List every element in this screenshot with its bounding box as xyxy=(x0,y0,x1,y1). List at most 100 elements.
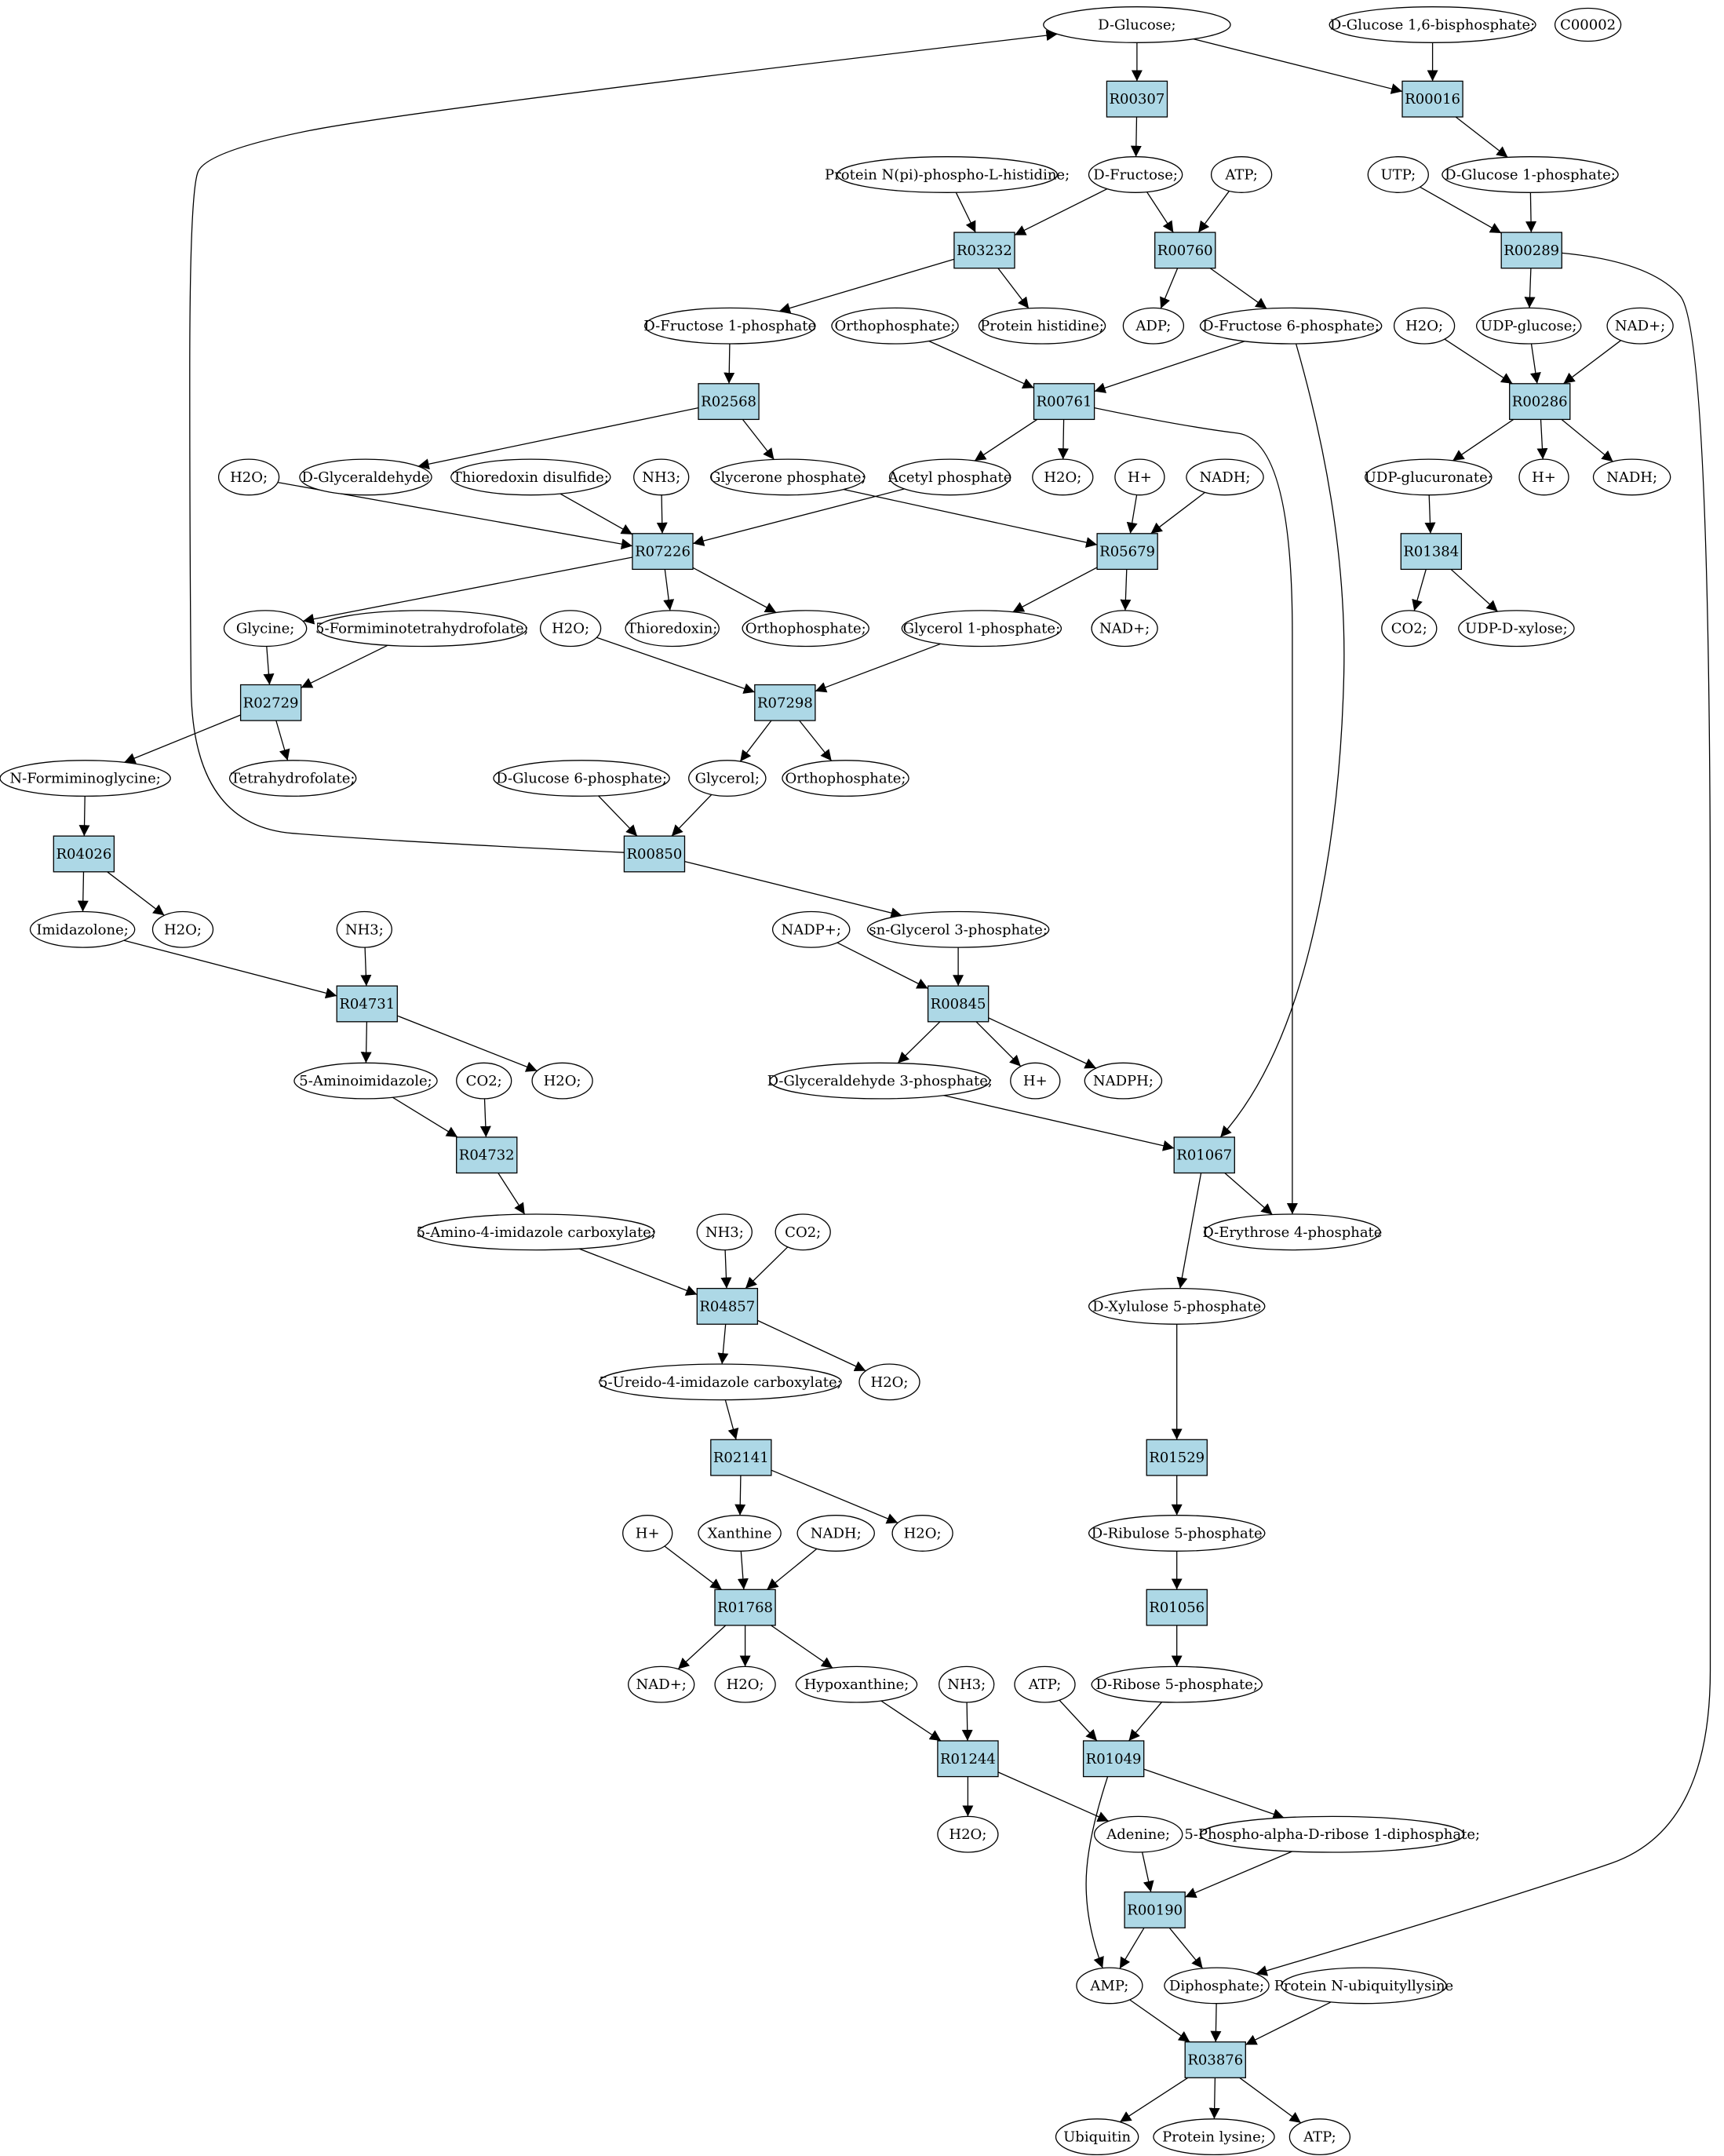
compound-node-thf[interactable]: Tetrahydrofolate; xyxy=(228,760,357,797)
compound-node-xan[interactable]: Xanthine xyxy=(698,1515,782,1552)
compound-node-hypox[interactable]: Hypoxanthine; xyxy=(795,1665,918,1703)
compound-node-x5p[interactable]: D-Xylulose 5-phosphate xyxy=(1088,1287,1266,1325)
compound-node-gly1p[interactable]: Glycerol 1-phosphate; xyxy=(901,610,1062,648)
compound-node-ubq[interactable]: Ubiquitin xyxy=(1055,2118,1139,2156)
compound-node-h2o_a[interactable]: H2O; xyxy=(1393,307,1456,345)
reaction-node-r01067[interactable]: R01067 xyxy=(1173,1136,1235,1174)
compound-node-glycine[interactable]: Glycine; xyxy=(223,610,308,648)
compound-node-fthf[interactable]: 5-Formiminotetrahydrofolate; xyxy=(315,610,529,648)
compound-node-plys[interactable]: Protein lysine; xyxy=(1153,2118,1275,2156)
compound-node-h2o9[interactable]: H2O; xyxy=(937,1815,999,1853)
compound-node-adp[interactable]: ADP; xyxy=(1122,307,1185,345)
compound-node-pnubl[interactable]: Protein N-ubiquityllysine xyxy=(1274,1967,1453,2005)
compound-node-h2o8[interactable]: H2O; xyxy=(714,1665,776,1703)
compound-node-nadph[interactable]: NADPH; xyxy=(1084,1062,1163,1100)
compound-node-c00002[interactable]: C00002 xyxy=(1554,7,1622,42)
compound-node-atp3[interactable]: ATP; xyxy=(1288,2118,1351,2156)
compound-node-acp[interactable]: Acetyl phosphate xyxy=(888,458,1012,496)
compound-node-atp2[interactable]: ATP; xyxy=(1014,1665,1076,1703)
compound-node-ortho1[interactable]: Orthophosphate; xyxy=(831,307,959,345)
compound-node-h2o7[interactable]: H2O; xyxy=(891,1515,953,1552)
reaction-node-r02568[interactable]: R02568 xyxy=(698,383,760,421)
compound-node-hplus2[interactable]: H+ xyxy=(1010,1062,1061,1100)
reaction-node-r01049[interactable]: R01049 xyxy=(1082,1740,1145,1778)
compound-node-nadp2[interactable]: NAD+; xyxy=(628,1665,695,1703)
compound-node-h2o2[interactable]: H2O; xyxy=(1032,458,1094,496)
compound-node-nadp_a[interactable]: NAD+; xyxy=(1606,307,1674,345)
compound-node-phis[interactable]: Protein histidine; xyxy=(978,307,1106,345)
compound-node-fru[interactable]: D-Fructose; xyxy=(1088,156,1183,193)
compound-node-glc16bp[interactable]: D-Glucose 1,6-bisphosphate; xyxy=(1329,6,1536,43)
compound-node-f1p[interactable]: D-Fructose 1-phosphate xyxy=(643,307,816,345)
compound-node-udpglc[interactable]: UDP-glucose; xyxy=(1475,307,1582,345)
compound-node-glycerol[interactable]: Glycerol; xyxy=(688,760,767,797)
compound-node-adenine[interactable]: Adenine; xyxy=(1093,1815,1183,1853)
reaction-node-r01056[interactable]: R01056 xyxy=(1146,1589,1208,1626)
compound-node-gap[interactable]: D-Glyceraldehyde 3-phosphate; xyxy=(767,1062,993,1100)
reaction-node-r03232[interactable]: R03232 xyxy=(953,232,1015,269)
compound-node-nh3_3[interactable]: NH3; xyxy=(696,1213,753,1251)
compound-node-nadp1[interactable]: NAD+; xyxy=(1091,610,1158,648)
reaction-node-r00307[interactable]: R00307 xyxy=(1106,80,1168,118)
reaction-node-r01244[interactable]: R01244 xyxy=(937,1740,999,1778)
reaction-node-r04857[interactable]: R04857 xyxy=(696,1287,759,1325)
compound-node-co2_2[interactable]: CO2; xyxy=(775,1213,831,1251)
reaction-node-r00760[interactable]: R00760 xyxy=(1154,232,1216,269)
reaction-node-r00845[interactable]: R00845 xyxy=(927,985,990,1023)
reaction-node-r00190[interactable]: R00190 xyxy=(1124,1892,1186,1928)
reaction-node-r02729[interactable]: R02729 xyxy=(239,684,302,721)
compound-node-h2o6[interactable]: H2O; xyxy=(858,1363,920,1401)
compound-node-glyald[interactable]: D-Glyceraldehyde xyxy=(299,458,432,496)
compound-node-g3p[interactable]: sn-Glycerol 3-phosphate; xyxy=(866,910,1050,948)
compound-node-e4p[interactable]: D-Erythrose 4-phosphate xyxy=(1202,1213,1382,1251)
compound-node-nfgly[interactable]: N-Formiminoglycine; xyxy=(0,760,171,797)
compound-node-h2o4[interactable]: H2O; xyxy=(151,910,214,948)
compound-node-aimid[interactable]: 5-Aminoimidazole; xyxy=(293,1062,438,1100)
compound-node-g1p[interactable]: D-Glucose 1-phosphate; xyxy=(1442,156,1619,193)
compound-node-h2o5[interactable]: H2O; xyxy=(531,1062,593,1100)
compound-node-h2o1[interactable]: H2O; xyxy=(217,458,280,496)
compound-node-co2_1[interactable]: CO2; xyxy=(456,1062,512,1100)
reaction-node-r04732[interactable]: R04732 xyxy=(456,1136,518,1174)
reaction-node-r07226[interactable]: R07226 xyxy=(632,533,694,571)
compound-node-h2o3[interactable]: H2O; xyxy=(539,610,602,648)
compound-node-glc[interactable]: D-Glucose; xyxy=(1043,6,1231,43)
reaction-node-r05679[interactable]: R05679 xyxy=(1096,533,1158,571)
reaction-node-r02141[interactable]: R02141 xyxy=(710,1439,772,1476)
reaction-node-r00850[interactable]: R00850 xyxy=(623,835,686,873)
compound-node-dhap[interactable]: Glycerone phosphate; xyxy=(709,458,866,496)
compound-node-ortho3[interactable]: Orthophosphate; xyxy=(782,760,909,797)
compound-node-ru5p[interactable]: D-Ribulose 5-phosphate xyxy=(1088,1515,1266,1552)
compound-node-r5p[interactable]: D-Ribose 5-phosphate; xyxy=(1091,1665,1263,1703)
compound-node-utp[interactable]: UTP; xyxy=(1367,156,1429,193)
compound-node-hplus_a[interactable]: H+ xyxy=(1518,458,1569,496)
reaction-node-r04026[interactable]: R04026 xyxy=(53,835,115,873)
reaction-node-r00016[interactable]: R00016 xyxy=(1401,80,1463,118)
compound-node-aic[interactable]: 5-Amino-4-imidazole carboxylate; xyxy=(417,1213,656,1251)
reaction-node-r07298[interactable]: R07298 xyxy=(754,684,816,721)
reaction-node-r00286[interactable]: R00286 xyxy=(1509,383,1571,421)
compound-node-nh3_1[interactable]: NH3; xyxy=(633,458,690,496)
compound-node-nadh2[interactable]: NADH; xyxy=(796,1515,875,1552)
compound-node-udpxyl[interactable]: UDP-D-xylose; xyxy=(1458,610,1575,648)
reaction-node-r04731[interactable]: R04731 xyxy=(336,985,398,1023)
compound-node-atp1[interactable]: ATP; xyxy=(1210,156,1273,193)
compound-node-thio[interactable]: Thioredoxin; xyxy=(625,610,720,648)
compound-node-amp[interactable]: AMP; xyxy=(1076,1967,1143,2005)
compound-node-ortho2[interactable]: Orthophosphate; xyxy=(742,610,869,648)
reaction-node-r03876[interactable]: R03876 xyxy=(1184,2041,1246,2078)
reaction-node-r00761[interactable]: R00761 xyxy=(1033,383,1095,421)
compound-node-udpglcu[interactable]: UDP-glucuronate; xyxy=(1365,458,1493,496)
compound-node-ppi[interactable]: Diphosphate; xyxy=(1164,1967,1270,2005)
compound-node-imid[interactable]: Imidazolone; xyxy=(29,910,136,948)
compound-node-nh3_4[interactable]: NH3; xyxy=(939,1665,995,1703)
reaction-node-r01384[interactable]: R01384 xyxy=(1400,533,1463,571)
compound-node-prpp[interactable]: 5-Phospho-alpha-D-ribose 1-diphosphate; xyxy=(1184,1815,1480,1853)
compound-node-thiodis[interactable]: Thioredoxin disulfide; xyxy=(450,458,611,496)
compound-node-f6p[interactable]: D-Fructose 6-phosphate; xyxy=(1199,307,1383,345)
compound-node-nadh_a[interactable]: NADH; xyxy=(1592,458,1671,496)
compound-node-g6p[interactable]: D-Glucose 6-phosphate; xyxy=(493,760,670,797)
reaction-node-r01529[interactable]: R01529 xyxy=(1146,1439,1208,1476)
compound-node-uic[interactable]: 5-Ureido-4-imidazole carboxylate; xyxy=(599,1363,842,1401)
reaction-node-r01768[interactable]: R01768 xyxy=(714,1589,776,1626)
